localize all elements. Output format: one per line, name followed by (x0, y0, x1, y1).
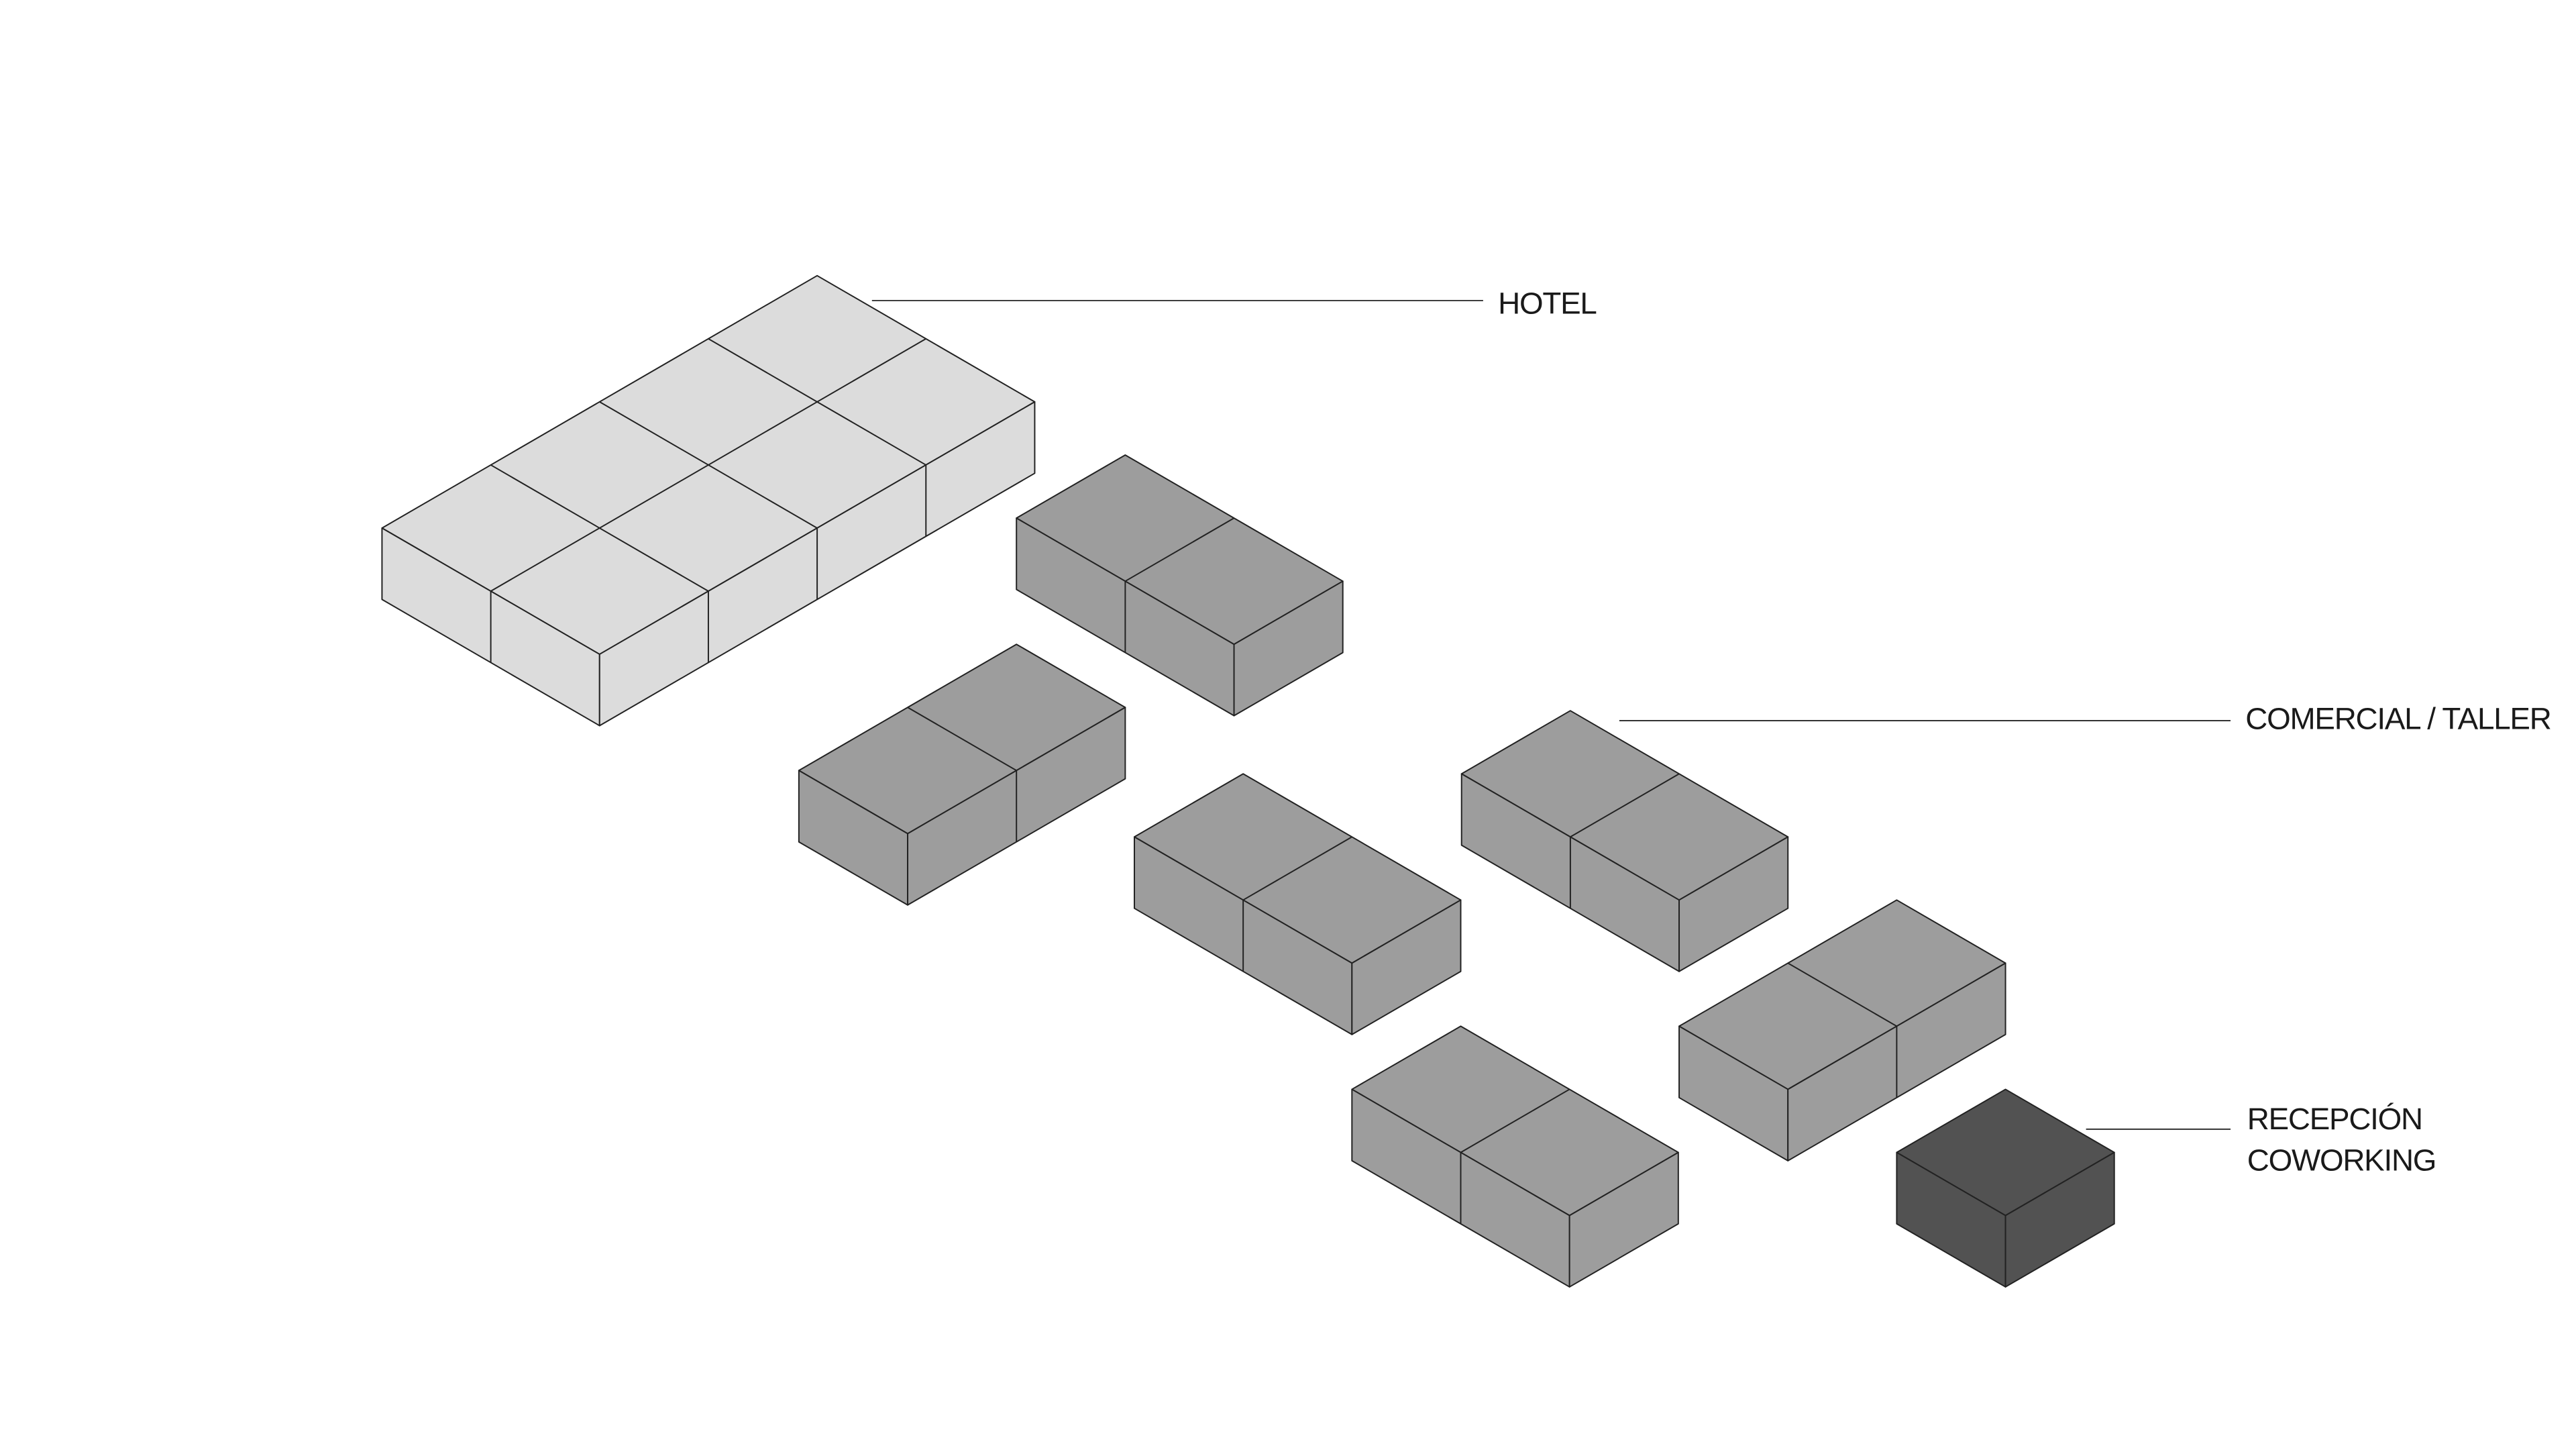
recepcion-label: RECEPCIÓN (2247, 1102, 2422, 1136)
comercial-block-2 (798, 643, 1126, 906)
module-seam (907, 707, 1017, 772)
hotel-block (381, 274, 1036, 727)
front-right-face (1678, 836, 1789, 972)
module-seam (1460, 1088, 1570, 1153)
module-seam (1570, 773, 1680, 838)
comercial-label: COMERCIAL / TALLER (2245, 701, 2551, 735)
comercial-block-1 (1016, 454, 1344, 717)
recepcion-coworking-block (1896, 1088, 2115, 1288)
front-right-face (1568, 1151, 1679, 1288)
comercial-block-4 (1460, 710, 1789, 972)
front-right-face (1233, 580, 1344, 717)
comercial-block-5 (1678, 899, 2006, 1161)
module-seam (490, 338, 926, 592)
module-seam (1124, 517, 1235, 582)
module-seam (1242, 836, 1352, 901)
front-right-face (2004, 1151, 2115, 1288)
hotel-label: HOTEL (1498, 287, 1596, 321)
front-right-face (1351, 899, 1462, 1035)
blocks-layer (381, 274, 2115, 1288)
comercial-block-3 (1133, 773, 1462, 1035)
coworking-label: COWORKING (2247, 1143, 2436, 1178)
module-seam (1787, 962, 1897, 1027)
comercial-block-6 (1351, 1025, 1679, 1288)
